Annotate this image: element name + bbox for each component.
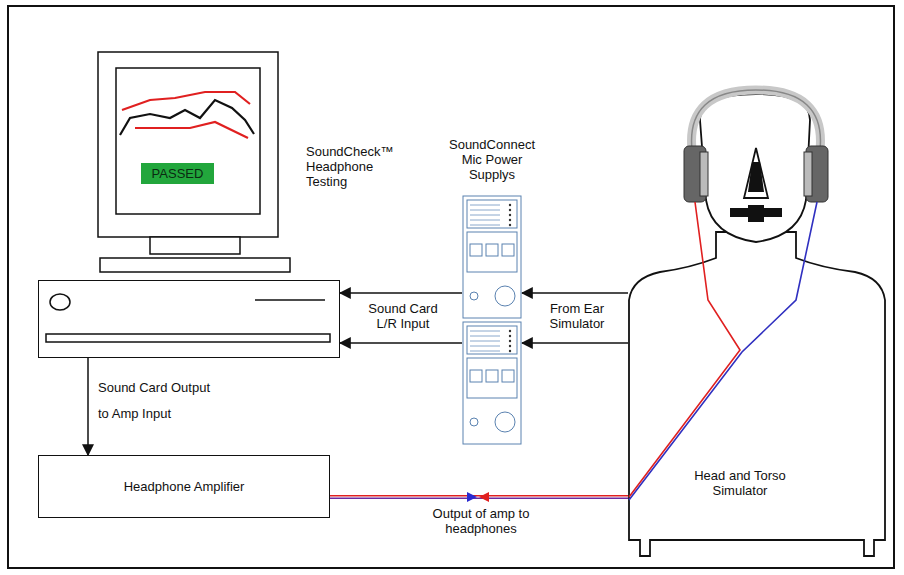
signal-arrow: [340, 293, 462, 294]
node-text: Headphone Amplifier: [124, 479, 245, 494]
nose: [744, 148, 768, 198]
node-text: SoundCheck™ Headphone Testing: [306, 144, 398, 189]
shape-outline: [462, 195, 522, 445]
edge-label: Output of amp to headphones: [420, 506, 542, 536]
signal-arrow: [522, 343, 628, 344]
computer-box: SoundCheck™ Headphone TestingPASSED: [38, 280, 340, 358]
edge-label: From Ear Simulator: [535, 301, 619, 331]
power-supply-panel: [463, 322, 521, 444]
headphones: [684, 90, 828, 202]
amplifier-box: Headphone Amplifier: [38, 455, 330, 518]
signal-arrow: [522, 293, 628, 294]
head-torso-simulator: Head and Torso Simulator: [628, 85, 886, 557]
power-supply-panel: [463, 196, 521, 318]
head-torso-outline: [629, 94, 885, 556]
frame: [8, 6, 894, 568]
edge-label: Sound Card L/R Input: [359, 301, 447, 331]
node-text: Head and Torso Simulator: [680, 468, 800, 498]
response-graph: [120, 92, 254, 138]
monitor: [98, 52, 290, 272]
computer-details: [46, 294, 330, 342]
mic-power-supplies: SoundConnect Mic Power Supplys: [462, 195, 522, 445]
signal-arrow: [340, 343, 462, 344]
edge-label: Sound Card Output to Amp Input: [96, 375, 224, 427]
signal-arrow: [88, 358, 89, 455]
headphone-cable: [330, 492, 628, 502]
headphone-wires: [629, 202, 817, 500]
node-text: PASSED: [152, 166, 204, 181]
nose-shade: [748, 162, 764, 192]
status-box: PASSED: [141, 163, 214, 184]
node-text: SoundConnect Mic Power Supplys: [440, 137, 544, 182]
mouth: [748, 205, 764, 222]
